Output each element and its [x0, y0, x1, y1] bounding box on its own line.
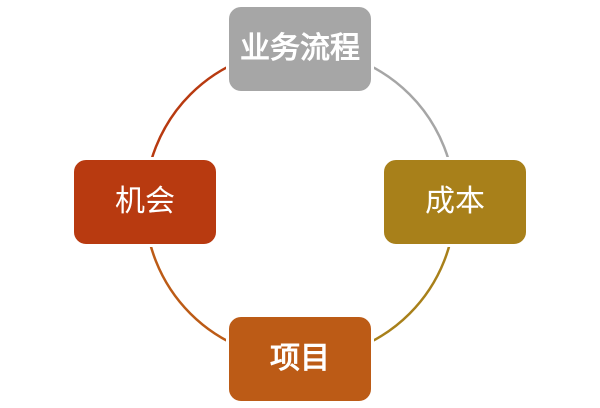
- node-project-label: 项目: [270, 341, 330, 376]
- node-project: 项目: [226, 314, 374, 404]
- node-cost-label: 成本: [425, 184, 485, 219]
- node-business-process: 业务流程: [226, 4, 374, 94]
- node-business-process-label: 业务流程: [240, 31, 360, 66]
- node-opportunity: 机会: [71, 157, 219, 247]
- node-opportunity-label: 机会: [115, 184, 175, 219]
- node-cost: 成本: [381, 157, 529, 247]
